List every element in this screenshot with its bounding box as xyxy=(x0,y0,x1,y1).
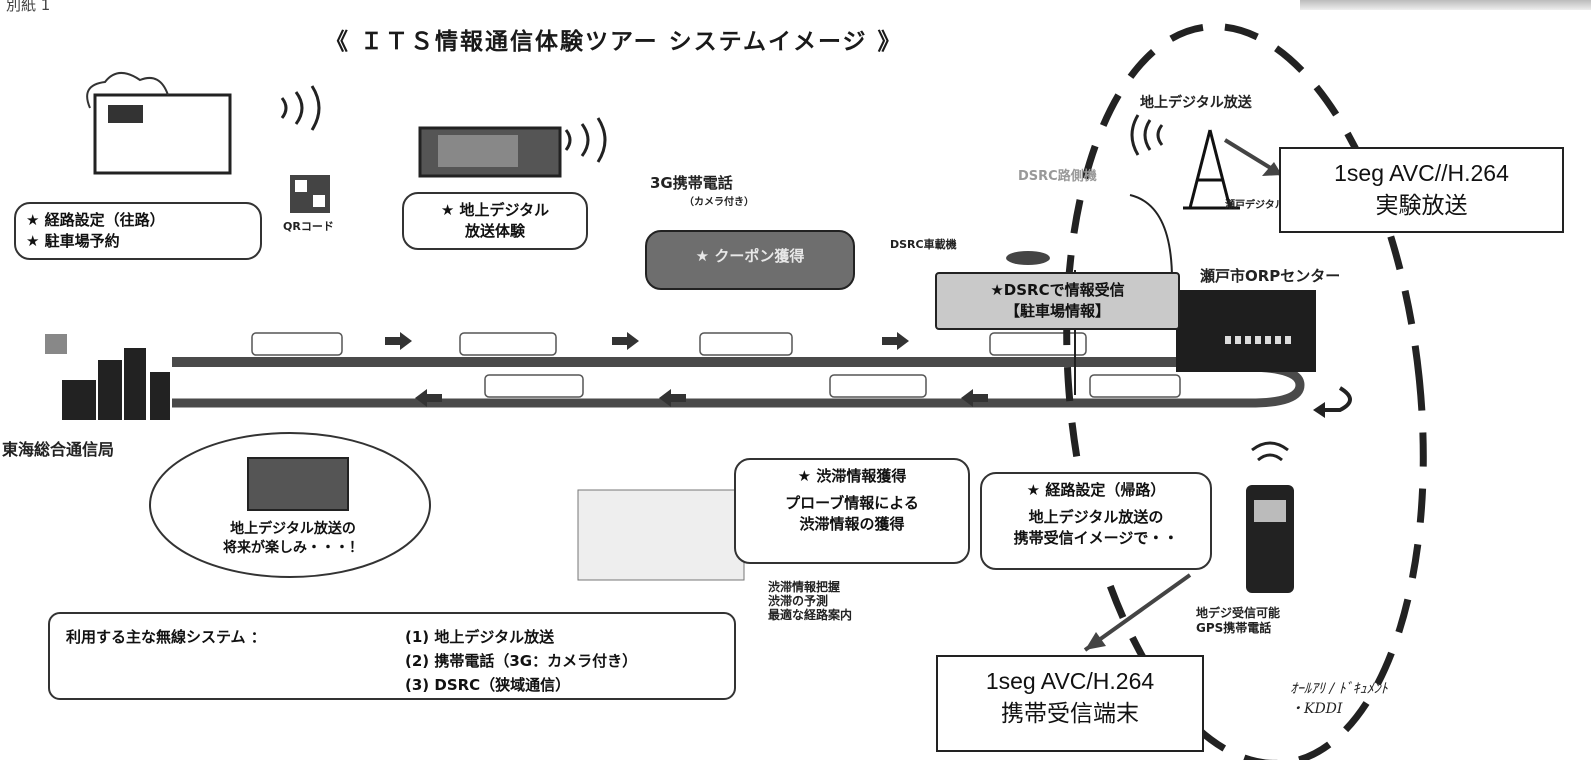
traffic-info-line-1: ★ 渋滞情報獲得 xyxy=(797,467,907,485)
label-3g-phone-camera: （カメラ付き） xyxy=(684,197,754,208)
route-return-line-3: 携帯受信イメージで・・ xyxy=(1013,529,1179,547)
traffic-info-line-2: プローブ情報による xyxy=(785,494,919,512)
orp-center-windows xyxy=(1225,336,1295,344)
label-3g-phone: 3G携帯電話 xyxy=(650,174,733,192)
broadcast-tower xyxy=(1183,129,1240,210)
road-upper-lane xyxy=(172,357,1182,367)
callout-broadcast: 1seg AVC//H.264 実験放送 xyxy=(1279,147,1564,233)
digital-experience-line-2: 放送体験 xyxy=(464,222,525,240)
digital-experience-line-1: ★ 地上デジタル xyxy=(440,201,550,219)
callout-terminal-line-2: 携帯受信端末 xyxy=(1001,700,1139,726)
label-dsrc-onboard: DSRC車載機 xyxy=(890,238,957,251)
direction-arrows-lower xyxy=(415,389,988,407)
vehicles xyxy=(251,332,1181,398)
dsrc-receive-line-2: 【駐車場情報】 xyxy=(1004,302,1110,320)
label-orp-center: 瀬戸市ORPセンター xyxy=(1200,267,1341,285)
label-qr-code: QRコード xyxy=(283,220,334,233)
wireless-item-1: (1) 地上デジタル放送 xyxy=(405,628,555,646)
traffic-info-line-3: 渋滞情報の獲得 xyxy=(799,515,905,533)
bubble-traffic-info: ★ 渋滞情報獲得 プローブ情報による 渋滞情報の獲得 xyxy=(734,458,970,564)
callout-broadcast-line-2: 実験放送 xyxy=(1375,192,1468,218)
attachment-label: 別紙 1 xyxy=(6,0,51,14)
route-return-line-1: ★ 経路設定（帰路） xyxy=(1026,481,1166,499)
cloud-text: 地上デジタル放送の 将来が楽しみ・・・！ xyxy=(178,520,408,558)
orp-center-building xyxy=(1176,290,1316,372)
label-terminal: 地デジ受信可能 GPS携帯電話 xyxy=(1196,606,1281,635)
label-tokai-bureau: 東海総合通信局 xyxy=(2,440,115,459)
cloud-line-2: 将来が楽しみ・・・！ xyxy=(223,540,363,556)
handwritten-note: ｵｰﾙｱﾘ / ﾄﾞｷｭﾒﾝﾄ ・KDDI xyxy=(1290,681,1388,717)
route-return-line-2: 地上デジタル放送の xyxy=(1028,508,1164,526)
label-digital-broadcast: 地上デジタル放送 xyxy=(1140,95,1252,111)
coupon-text: ★ クーポン獲得 xyxy=(695,247,805,265)
scan-smudge xyxy=(1300,0,1591,10)
callout-broadcast-line-1: 1seg AVC//H.264 xyxy=(1334,160,1509,186)
wireless-systems-label: 利用する主な無線システム ： xyxy=(66,628,266,646)
bubble-dsrc-receive: ★DSRCで情報受信 【駐車場情報】 xyxy=(935,272,1180,330)
cloud-line-1: 地上デジタル放送の xyxy=(230,521,356,537)
radio-waves xyxy=(280,85,1164,163)
wireless-systems-box: 利用する主な無線システム ： (1) 地上デジタル放送 (2) 携帯電話（3G：… xyxy=(48,612,736,700)
wireless-item-3: (3) DSRC（狭域通信） xyxy=(405,676,571,694)
bubble-route-setting: ★ 経路設定（往路） ★ 駐車場予約 xyxy=(14,202,262,260)
u-turn-arrow xyxy=(1325,386,1352,412)
callout-arrow-bottom xyxy=(1083,573,1192,652)
tokai-bureau-buildings xyxy=(45,334,170,420)
u-turn-arrowhead xyxy=(1313,402,1325,418)
label-tower: 瀬戸デジタルタワー xyxy=(1225,200,1315,211)
dsrc-antenna-line xyxy=(1129,194,1173,281)
dsrc-onboard-unit xyxy=(1006,251,1050,265)
dsrc-receive-line-1: ★DSRCで情報受信 xyxy=(990,281,1125,299)
traffic-map-screenshot xyxy=(577,489,745,581)
diagram-title: 《 ＩＴＳ情報通信体験ツアー システムイメージ 》 xyxy=(325,29,903,55)
bubble-coupon: ★ クーポン獲得 xyxy=(645,230,855,290)
route-setting-line-1: ★ 経路設定（往路） xyxy=(26,211,165,229)
dashed-focus-ellipse xyxy=(1063,23,1427,760)
bubble-route-return: ★ 経路設定（帰路） 地上デジタル放送の 携帯受信イメージで・・ xyxy=(980,472,1212,570)
bubble-digital-experience: ★ 地上デジタル 放送体験 xyxy=(402,192,588,250)
label-dsrc-roadside: DSRC路側機 xyxy=(1018,169,1097,184)
route-setting-line-2: ★ 駐車場予約 xyxy=(26,232,120,250)
label-congestion-notes: 渋滞情報把握 渋滞の予測 最適な経路案内 xyxy=(768,580,853,622)
direction-arrows-upper xyxy=(385,332,909,350)
wireless-item-2: (2) 携帯電話（3G：カメラ付き） xyxy=(405,652,638,670)
callout-terminal-line-1: 1seg AVC/H.264 xyxy=(985,668,1155,694)
callout-terminal: 1seg AVC/H.264 携帯受信端末 xyxy=(936,655,1204,752)
